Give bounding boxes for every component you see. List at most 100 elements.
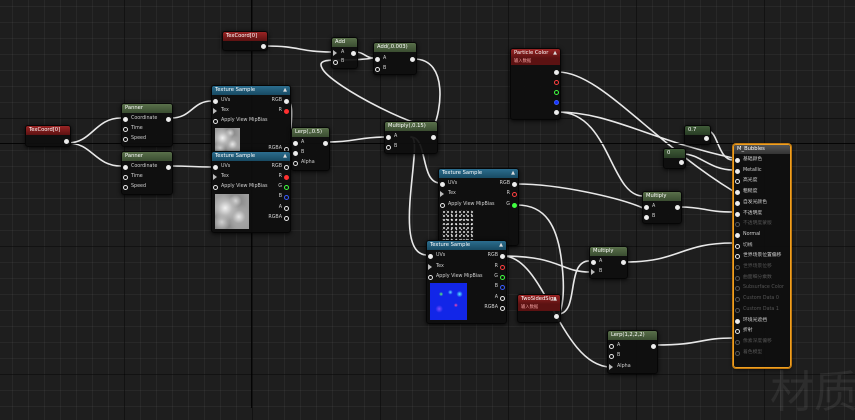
pin-r[interactable]: R bbox=[279, 106, 290, 116]
pin-g[interactable] bbox=[538, 87, 560, 97]
pin-tex[interactable]: Tex bbox=[439, 189, 456, 199]
output-pin[interactable] bbox=[339, 48, 357, 58]
pin-rgb[interactable]: RGB bbox=[272, 96, 290, 106]
pin-a[interactable]: A bbox=[279, 203, 290, 213]
pin-tex[interactable]: Tex bbox=[212, 172, 229, 182]
material-input-pin[interactable]: Custom Data 0 bbox=[734, 294, 779, 304]
pin-a[interactable]: A bbox=[385, 132, 397, 142]
add-node[interactable]: Add A B bbox=[331, 37, 358, 69]
pin-tex[interactable]: Tex bbox=[427, 262, 444, 272]
material-input-pin[interactable]: 粗糙度 bbox=[734, 187, 757, 197]
pin-rgb[interactable]: RGB bbox=[272, 162, 290, 172]
lerp-node-1[interactable]: Lerp(,,0.5) A B Alpha bbox=[291, 127, 330, 171]
material-input-pin[interactable]: 环境光遮挡 bbox=[734, 316, 767, 326]
output-pin[interactable] bbox=[665, 157, 685, 167]
pin-time[interactable]: Time bbox=[122, 172, 143, 182]
material-input-pin[interactable]: 世界场景位移 bbox=[734, 262, 772, 272]
pin-a[interactable]: A bbox=[332, 48, 344, 58]
pin-r[interactable]: R bbox=[507, 189, 518, 199]
output-pin[interactable] bbox=[22, 136, 70, 146]
multiply-node-2[interactable]: Multiply A B bbox=[642, 191, 682, 224]
constant-node-07[interactable]: 0.7 bbox=[684, 125, 711, 145]
pin-a[interactable]: A bbox=[608, 341, 620, 351]
pin-g[interactable]: G bbox=[494, 272, 506, 282]
pin-b[interactable]: B bbox=[374, 64, 386, 74]
pin-a[interactable]: A bbox=[495, 293, 506, 303]
pin-b[interactable]: B bbox=[332, 57, 344, 67]
output-pin[interactable] bbox=[150, 162, 172, 172]
pin-apply-view-mipbias[interactable]: Apply View MipBias bbox=[439, 200, 495, 210]
pin-rgb[interactable] bbox=[538, 67, 560, 77]
pin-b[interactable]: B bbox=[643, 212, 655, 222]
output-pin[interactable] bbox=[309, 138, 329, 148]
multiply-node-3[interactable]: Multiply A B bbox=[589, 246, 628, 279]
pin-uvs[interactable]: UVs bbox=[212, 96, 230, 106]
pin-g[interactable]: G bbox=[278, 182, 290, 192]
panner-node-2[interactable]: Panner Coordinate Time Speed bbox=[121, 151, 173, 195]
pin-apply-view-mipbias[interactable]: Apply View MipBias bbox=[427, 272, 483, 282]
pin-coordinate[interactable]: Coordinate bbox=[122, 114, 157, 124]
pin-a[interactable]: A bbox=[643, 202, 655, 212]
pin-alpha[interactable]: Alpha bbox=[292, 158, 315, 168]
pin-b[interactable]: B bbox=[292, 148, 304, 158]
material-input-pin[interactable]: 切线 bbox=[734, 241, 753, 251]
pin-speed[interactable]: Speed bbox=[122, 134, 146, 144]
pin-b[interactable]: B bbox=[279, 192, 290, 202]
output-pin[interactable] bbox=[690, 133, 710, 143]
material-input-pin[interactable]: Metallic bbox=[734, 166, 762, 176]
pin-apply-view-mipbias[interactable]: Apply View MipBias bbox=[212, 182, 268, 192]
pin-b[interactable]: B bbox=[495, 282, 506, 292]
pin-uvs[interactable]: UVs bbox=[427, 251, 445, 261]
output-pin[interactable] bbox=[396, 54, 416, 64]
add-0003-node[interactable]: Add(,0.003) A B bbox=[373, 42, 417, 75]
pin-g[interactable]: G bbox=[506, 200, 518, 210]
pin-apply-view-mipbias[interactable]: Apply View MipBias bbox=[212, 116, 268, 126]
pin-rgba[interactable]: RGBA bbox=[484, 303, 506, 313]
output-pin[interactable] bbox=[219, 41, 267, 50]
material-input-pin[interactable]: 基础颜色 bbox=[734, 155, 762, 165]
output-pin[interactable] bbox=[540, 311, 560, 321]
texcoord-node-left[interactable]: TexCoord[0] bbox=[25, 125, 71, 147]
pin-r[interactable]: R bbox=[279, 172, 290, 182]
material-input-pin[interactable]: 着色模型 bbox=[734, 348, 762, 358]
material-input-pin[interactable]: 像素深度偏移 bbox=[734, 337, 772, 347]
pin-a[interactable]: A bbox=[590, 257, 602, 267]
twosidedsign-node[interactable]: TwoSidedSign▲ 输入数据 bbox=[517, 294, 561, 323]
pin-uvs[interactable]: UVs bbox=[439, 179, 457, 189]
material-input-pin[interactable]: Custom Data 1 bbox=[734, 305, 779, 315]
pin-a[interactable] bbox=[538, 107, 560, 117]
panner-node-1[interactable]: Panner Coordinate Time Speed bbox=[121, 103, 173, 147]
output-pin[interactable] bbox=[661, 202, 681, 212]
pin-a[interactable]: A bbox=[374, 54, 386, 64]
pin-uvs[interactable]: UVs bbox=[212, 162, 230, 172]
texture-sample-node-2[interactable]: Texture Sample▲ UVs Tex Apply View MipBi… bbox=[211, 151, 291, 233]
pin-rgba[interactable]: RGBA bbox=[268, 213, 290, 223]
texture-sample-node-4[interactable]: Texture Sample▲ UVs Tex Apply View MipBi… bbox=[426, 240, 507, 324]
constant-node-0[interactable]: 0 bbox=[663, 148, 686, 169]
pin-b[interactable]: B bbox=[385, 142, 397, 152]
pin-r[interactable] bbox=[538, 77, 560, 87]
material-input-pin[interactable]: 世界场景位置偏移 bbox=[734, 251, 781, 261]
pin-r[interactable]: R bbox=[495, 262, 506, 272]
pin-a[interactable]: A bbox=[292, 138, 304, 148]
material-input-pin[interactable]: Subsurface Color bbox=[734, 283, 784, 293]
pin-b[interactable] bbox=[538, 97, 560, 107]
texcoord-node-top[interactable]: TexCoord[0] bbox=[222, 31, 268, 51]
material-input-pin[interactable]: 不透明度 bbox=[734, 209, 762, 219]
particle-color-node[interactable]: Particle Color▲ 输入数据 bbox=[510, 48, 561, 120]
pin-b[interactable]: B bbox=[590, 267, 602, 277]
material-input-pin[interactable]: 折射 bbox=[734, 326, 753, 336]
material-input-pin[interactable]: 高光度 bbox=[734, 176, 757, 186]
pin-time[interactable]: Time bbox=[122, 124, 143, 134]
pin-rgb[interactable]: RGB bbox=[488, 251, 506, 261]
material-input-pin[interactable]: 不透明度蒙版 bbox=[734, 219, 772, 229]
pin-alpha[interactable]: Alpha bbox=[608, 362, 631, 372]
output-pin[interactable] bbox=[637, 341, 657, 351]
material-input-pin[interactable]: Normal bbox=[734, 230, 760, 240]
texture-sample-node-1[interactable]: Texture Sample▲ UVs Tex Apply View MipBi… bbox=[211, 85, 291, 157]
texture-sample-node-3[interactable]: Texture Sample▲ UVs Tex Apply View MipBi… bbox=[438, 168, 519, 246]
material-input-pin[interactable]: 自发光颜色 bbox=[734, 198, 767, 208]
multiply-015-node[interactable]: Multiply(,0.15) A B bbox=[384, 121, 438, 154]
pin-coordinate[interactable]: Coordinate bbox=[122, 162, 157, 172]
